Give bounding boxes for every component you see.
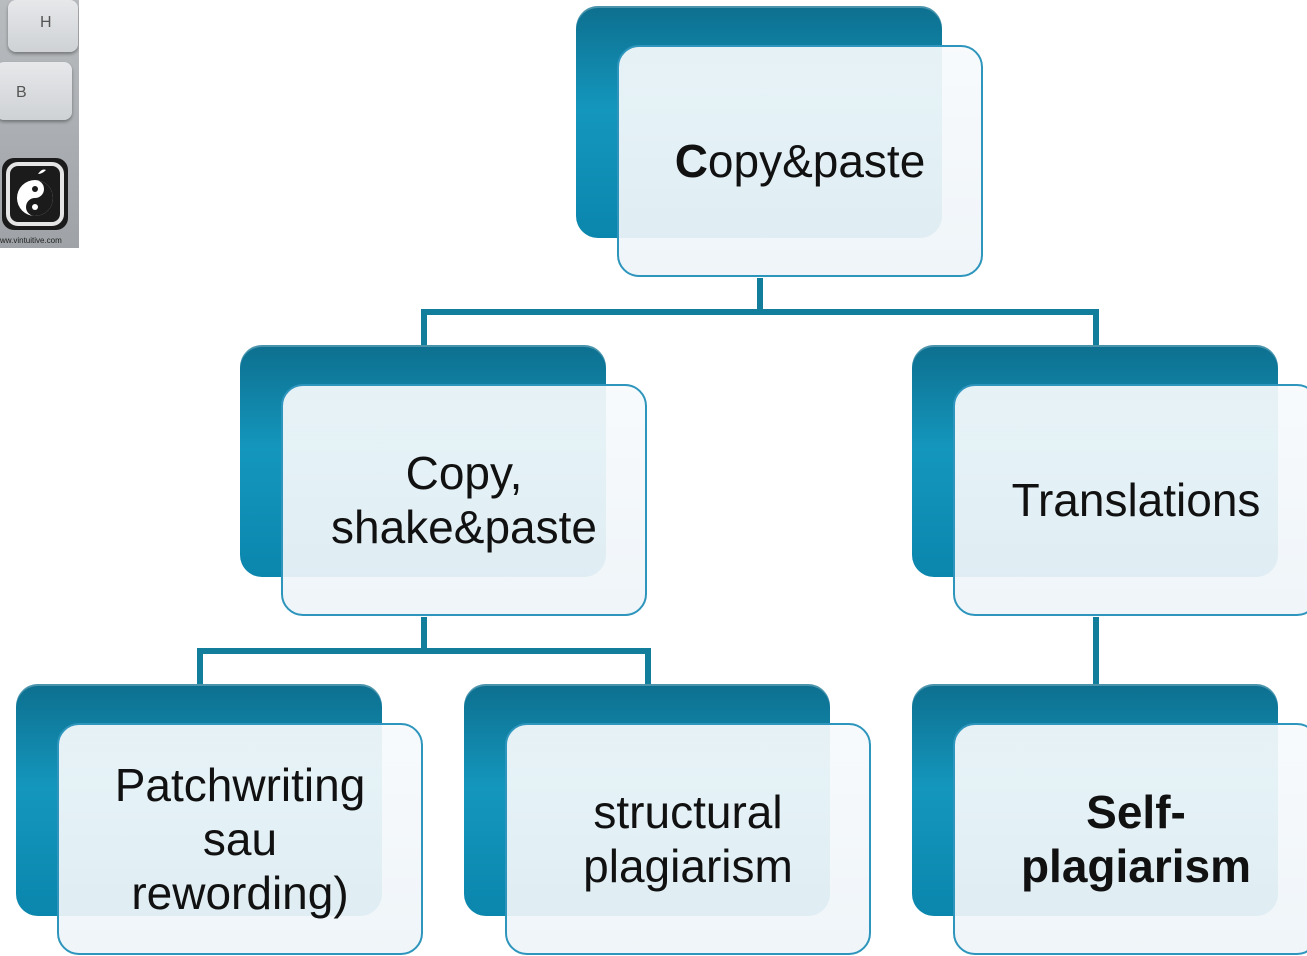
node-label-line: plagiarism bbox=[1020, 840, 1252, 892]
keyboard-key-h: H bbox=[8, 0, 78, 52]
photo-caption: ww.vintuitive.com bbox=[0, 236, 62, 245]
node-self-plagiarism: Self- plagiarism bbox=[953, 723, 1307, 955]
connector bbox=[421, 309, 1099, 315]
node-label-line: Translations bbox=[1011, 474, 1261, 526]
keyboard-key-b: B bbox=[0, 62, 72, 120]
node-structural-plagiarism: structural plagiarism bbox=[505, 723, 871, 955]
connector bbox=[645, 648, 651, 688]
node-label-line: sau bbox=[202, 813, 278, 865]
keyboard-photo: H B ww.vintuitive.com bbox=[0, 0, 79, 248]
connector bbox=[197, 648, 651, 654]
node-root-bold: C bbox=[674, 135, 708, 187]
node-translations: Translations bbox=[953, 384, 1307, 616]
node-copy-shake-paste: Copy, shake&paste bbox=[281, 384, 647, 616]
node-label-line: Patchwriting bbox=[114, 759, 366, 811]
node-label-line: rewording) bbox=[131, 867, 349, 919]
node-root-label: opy&paste bbox=[707, 135, 926, 187]
connector bbox=[1093, 617, 1099, 689]
logo-icon bbox=[2, 158, 68, 230]
node-label-line: Self- bbox=[1086, 786, 1186, 838]
connector bbox=[757, 278, 763, 314]
connector bbox=[1093, 309, 1099, 349]
connector bbox=[421, 309, 427, 349]
node-label-line: Copy, bbox=[405, 447, 523, 499]
node-patchwriting: Patchwriting sau rewording) bbox=[57, 723, 423, 955]
node-label-line: structural bbox=[593, 786, 783, 838]
node-label-line: plagiarism bbox=[583, 840, 793, 892]
connector bbox=[197, 648, 203, 688]
connector bbox=[421, 617, 427, 651]
node-label-line: shake&paste bbox=[331, 501, 597, 553]
node-root: Copy&paste bbox=[617, 45, 983, 277]
